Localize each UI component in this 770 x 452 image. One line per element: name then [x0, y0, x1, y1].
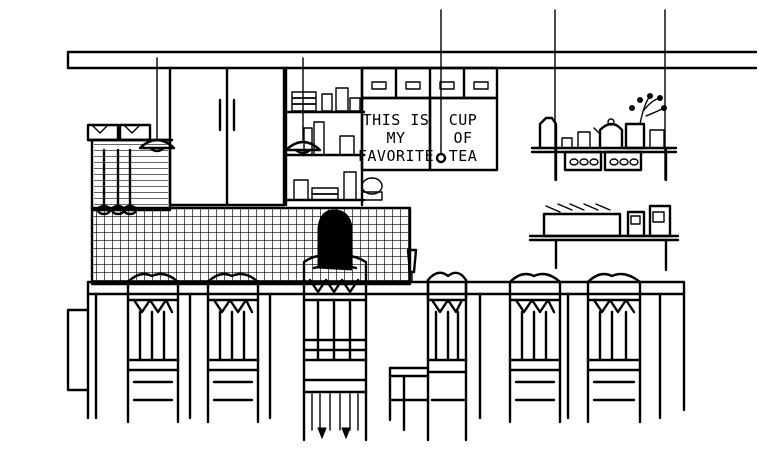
right-lower-shelf	[528, 203, 680, 272]
right-upper-shelf	[530, 93, 678, 182]
upper-cabinet	[168, 66, 286, 207]
center-shelves	[282, 66, 383, 207]
sign-line-3: TEA	[449, 147, 478, 165]
sign-line-2: MY	[386, 129, 405, 147]
counter	[66, 280, 686, 420]
sign-line-1: CUP	[449, 111, 478, 129]
chair-1	[126, 272, 180, 424]
hanging-bulbs	[435, 149, 447, 164]
hanging-ladles	[96, 148, 138, 216]
sign-line-3: FAVORITE	[358, 147, 434, 165]
storage-boxes	[360, 66, 499, 100]
chair-2	[206, 272, 260, 424]
sign-tea: CUP OF TEA	[428, 96, 499, 172]
seated-person	[312, 209, 358, 271]
chair-3-occupied	[302, 254, 368, 442]
pendant-lamp-left	[138, 138, 176, 153]
chair-6	[586, 272, 642, 424]
sign-line-2: OF	[453, 129, 472, 147]
sign-line-1: THIS IS	[363, 111, 430, 129]
chair-5	[508, 272, 562, 424]
chair-4-pulled-out	[388, 271, 468, 442]
tiled-backsplash	[90, 206, 412, 286]
ceiling-beams	[66, 50, 758, 70]
pendant-lamp-right	[284, 140, 322, 155]
sign-favorite: THIS IS MY FAVORITE	[358, 96, 434, 172]
